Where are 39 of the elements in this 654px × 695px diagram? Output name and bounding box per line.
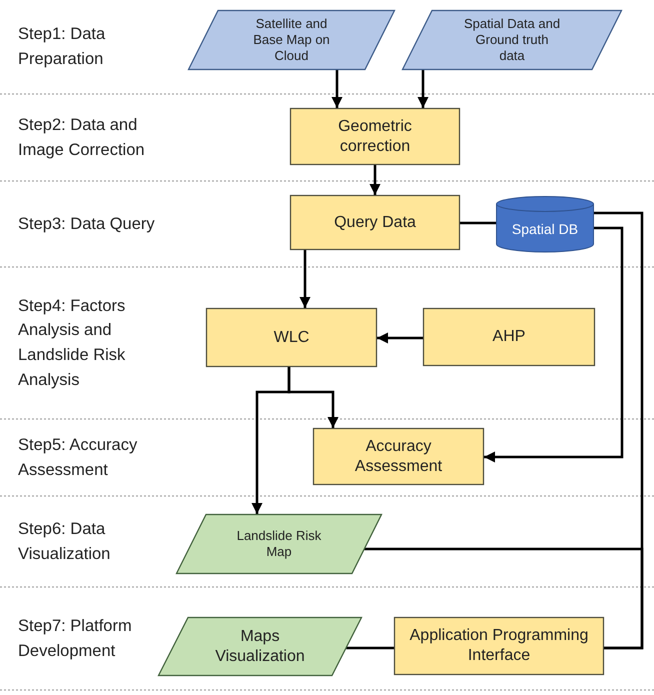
step-label: Step3: Data Query	[18, 214, 156, 235]
database-cylinder	[496, 196, 594, 252]
node-text: Satellite and Base Map on Cloud	[252, 16, 331, 64]
step-label: Step2: Data and Image Correction	[18, 114, 146, 160]
node-text: Spatial DB	[512, 221, 578, 239]
node-text: WLC	[274, 328, 310, 348]
step-label: Step1: Data Preparation	[18, 24, 106, 70]
arrow	[300, 250, 310, 308]
arrow	[370, 165, 380, 195]
data-parallelogram	[402, 10, 622, 70]
process-box	[394, 617, 604, 675]
node-text: Geometric correction	[337, 116, 413, 156]
arrow	[377, 332, 423, 344]
node-text: Application Programming Interface	[408, 626, 590, 666]
node-text: Accuracy Assessment	[354, 436, 444, 476]
node-text: Landslide Risk Map	[236, 528, 322, 560]
node-text: Spatial Data and Ground truth data	[462, 16, 562, 64]
arrow	[332, 70, 342, 108]
arrow	[252, 367, 290, 514]
process-box	[423, 308, 595, 366]
process-box	[313, 428, 484, 485]
arrow	[418, 70, 428, 108]
data-parallelogram	[158, 617, 362, 676]
step-label: Step4: Factors Analysis and Landslide Risk Analysis	[18, 296, 126, 391]
connector-line	[364, 548, 644, 650]
connector-line	[346, 646, 394, 650]
process-box	[290, 195, 460, 250]
process-box	[290, 108, 460, 165]
connector-line	[460, 222, 496, 224]
node-text: Query Data	[334, 212, 416, 232]
data-parallelogram	[188, 10, 395, 70]
node-text: AHP	[492, 327, 526, 347]
process-box	[206, 308, 377, 367]
node-text: Maps Visualization	[214, 626, 306, 666]
step-label: Step5: Accuracy Assessment	[18, 434, 138, 480]
data-parallelogram	[176, 514, 382, 574]
step-label: Step7: Platform Development	[18, 616, 133, 662]
step-label: Step6: Data Visualization	[18, 518, 112, 564]
arrow	[484, 226, 624, 462]
